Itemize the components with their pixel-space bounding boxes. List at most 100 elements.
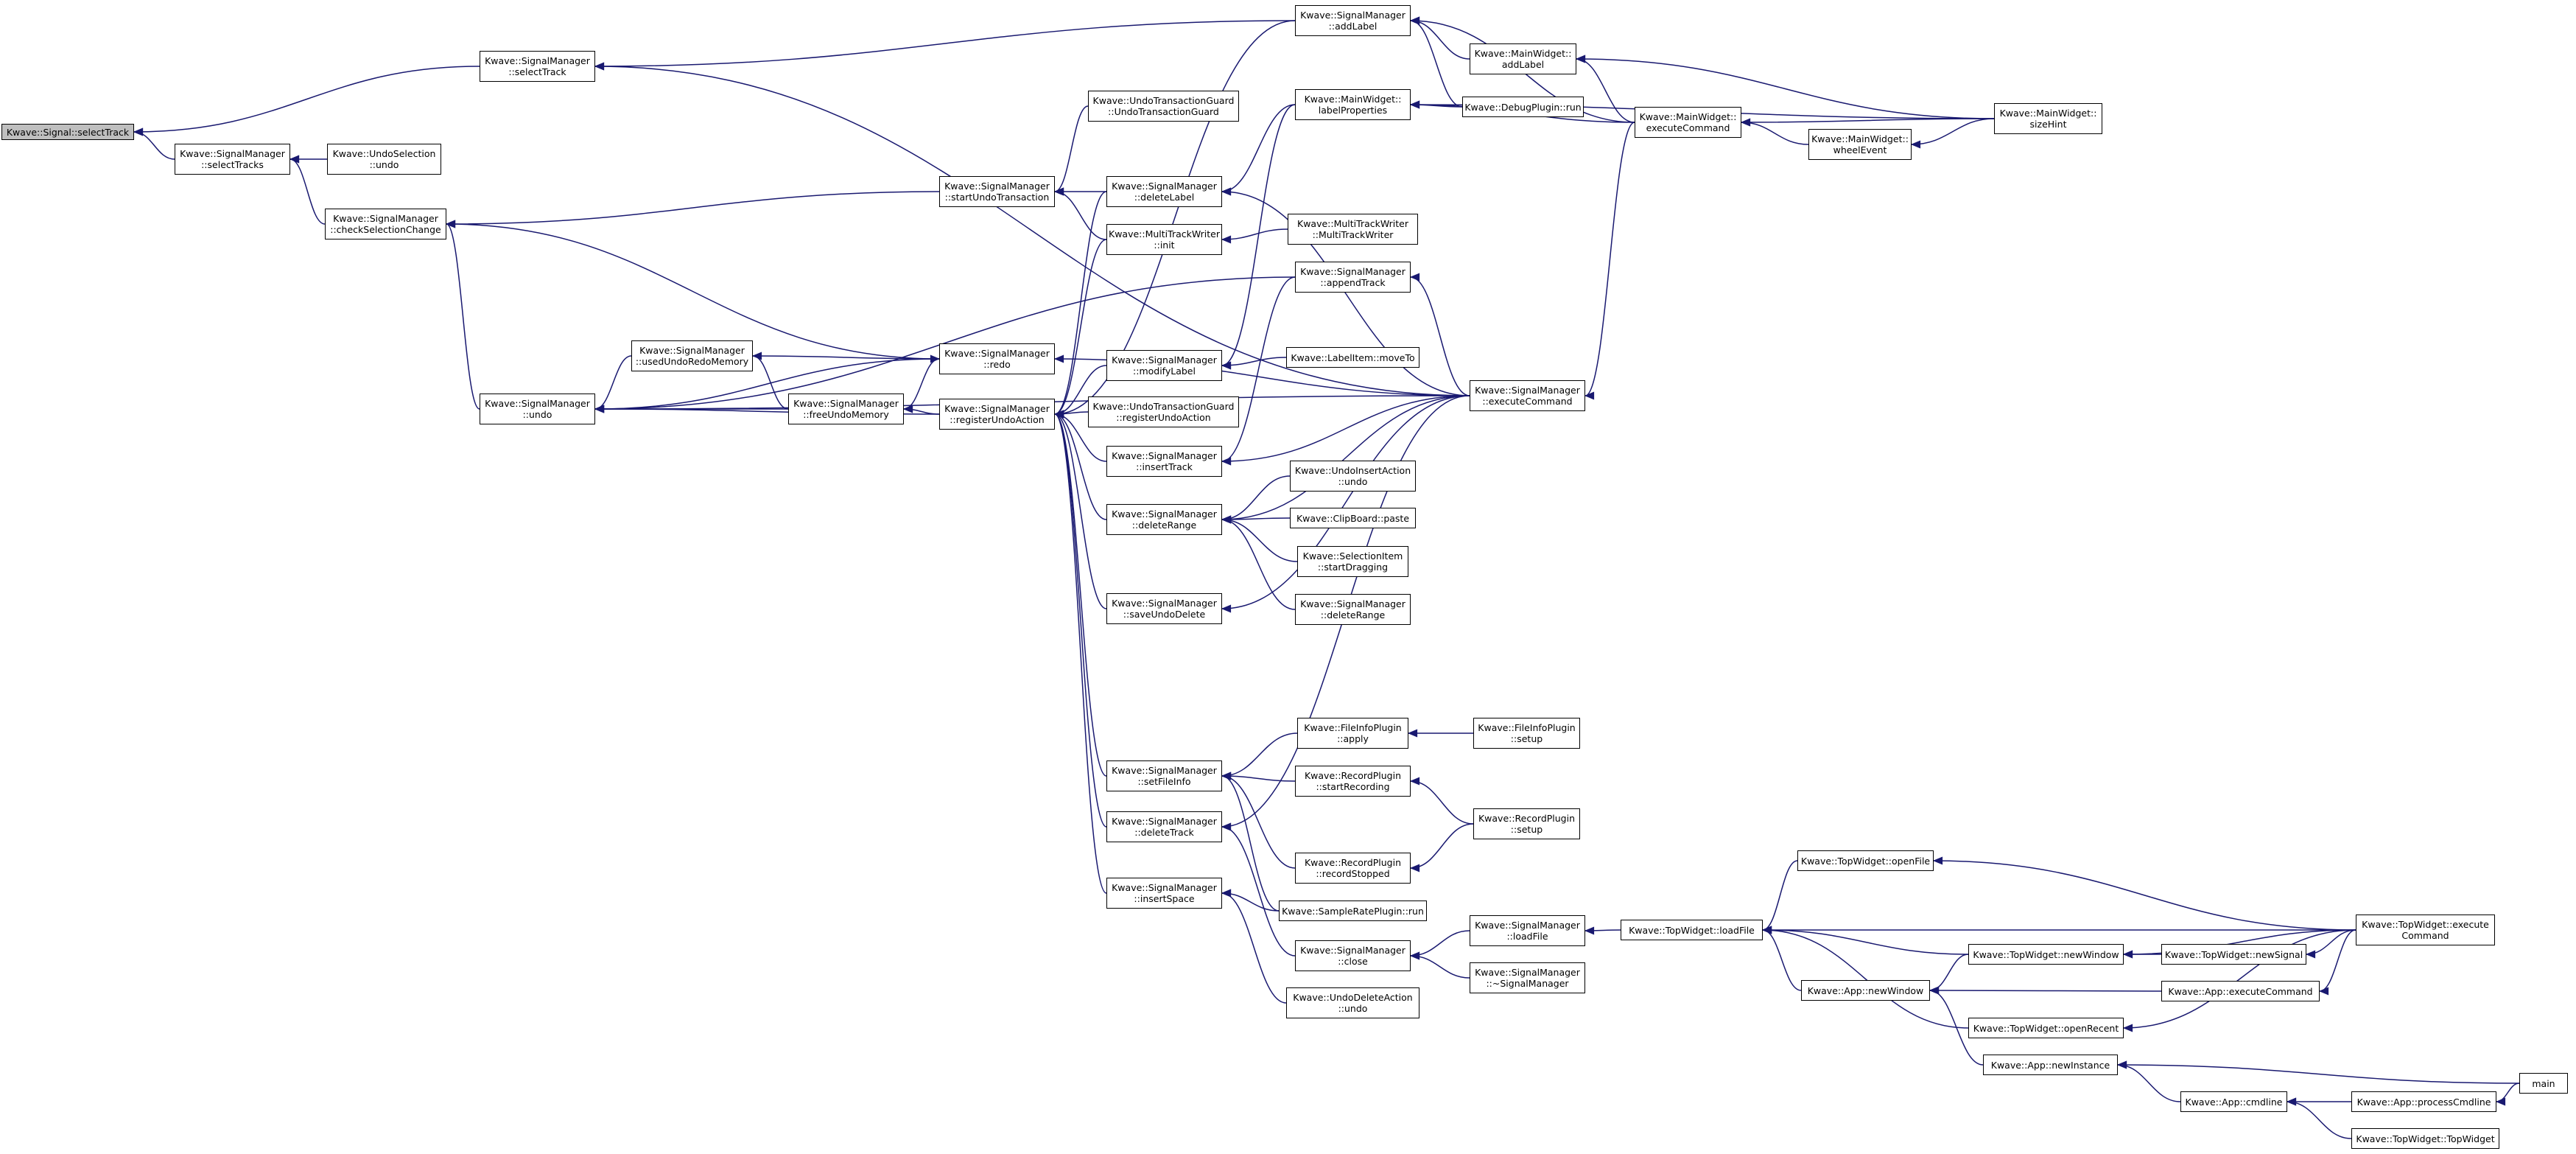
node-label-line: Kwave::App::newInstance [1990,1059,2110,1071]
node-tw-loadFile[interactable]: Kwave::TopWidget::loadFile [1621,920,1763,940]
edge-li-moveTo-to-sm-modifyLabel [1221,357,1287,370]
node-app-newInstance[interactable]: Kwave::App::newInstance [1983,1055,2118,1075]
node-label-line: Kwave::SignalManager [1300,10,1405,21]
node-mw-labelProps[interactable]: Kwave::MainWidget::labelProperties [1295,89,1411,120]
node-label-line: sizeHint [2029,119,2067,130]
node-label-line: Kwave::MultiTrackWriter [1109,228,1220,239]
node-tw-newSignal[interactable]: Kwave::TopWidget::newSignal [2161,944,2306,965]
node-sm-modifyLabel[interactable]: Kwave::SignalManager::modifyLabel [1106,350,1222,381]
node-sm-loadFile[interactable]: Kwave::SignalManager::loadFile [1470,915,1585,946]
node-cb-paste[interactable]: Kwave::ClipBoard::paste [1290,508,1416,528]
node-sm-addLabel[interactable]: Kwave::SignalManager::addLabel [1295,5,1411,36]
edge-sm-deleteLabel-to-sm-regUndo [1053,191,1107,419]
node-label-line: ::insertSpace [1134,893,1195,904]
node-sm-redo[interactable]: Kwave::SignalManager::redo [939,343,1055,374]
node-mw-sizeHint[interactable]: Kwave::MainWidget::sizeHint [1994,103,2102,134]
node-uia-undo[interactable]: Kwave::UndoInsertAction::undo [1290,461,1416,492]
edge-tw-execCmd-to-tw-newWindow [2122,929,2356,959]
node-sm-deleteRange2[interactable]: Kwave::SignalManager::deleteRange [1295,594,1411,625]
node-tw-newWindow[interactable]: Kwave::TopWidget::newWindow [1968,944,2124,965]
node-label-line: Kwave::SignalManager [1300,945,1405,956]
edge-mw-sizeHint-to-mw-wheel [1910,118,1995,149]
node-utg-reg[interactable]: Kwave::UndoTransactionGuard::registerUnd… [1088,396,1239,427]
node-sm-execCmd[interactable]: Kwave::SignalManager::executeCommand [1470,380,1585,411]
edge-sm-startUndo-to-sm-checkSel [445,191,940,228]
node-label-line: ::undo [522,409,552,420]
node-sm-undo[interactable]: Kwave::SignalManager::undo [480,394,595,424]
node-tw-openFile[interactable]: Kwave::TopWidget::openFile [1797,850,1934,871]
node-label-line: Kwave::App::executeCommand [2168,985,2313,997]
node-sm-selectTrack[interactable]: Kwave::SignalManager::selectTrack [480,51,595,82]
node-label-line: ::deleteTrack [1134,827,1194,838]
node-label-line: Kwave::SignalManager [944,348,1050,359]
node-tw-openRecent[interactable]: Kwave::TopWidget::openRecent [1968,1018,2124,1038]
node-label-line: Kwave::UndoSelection [332,148,436,159]
node-selectTrack-sig[interactable]: Kwave::Signal::selectTrack [1,124,134,140]
edge-tw-newWindow-to-app-newWindow [1929,954,1969,995]
node-app-processCmd[interactable]: Kwave::App::processCmdline [2351,1091,2496,1112]
node-sm-deleteTrack[interactable]: Kwave::SignalManager::deleteTrack [1106,811,1222,842]
node-si-startDrag[interactable]: Kwave::SelectionItem::startDragging [1297,546,1408,577]
node-mw-execCmd[interactable]: Kwave::MainWidget::executeCommand [1635,107,1741,138]
node-sm-usedUndo[interactable]: Kwave::SignalManager::usedUndoRedoMemory [631,340,753,371]
node-li-moveTo[interactable]: Kwave::LabelItem::moveTo [1286,347,1419,368]
node-label-line: ::init [1154,239,1175,251]
node-label-line: Kwave::Signal::selectTrack [6,126,130,138]
node-rp-recStopped[interactable]: Kwave::RecordPlugin::recordStopped [1295,853,1411,884]
node-sm-setFileInfo[interactable]: Kwave::SignalManager::setFileInfo [1106,760,1222,791]
edge-mw-sizeHint-to-mw-addLabel [1575,55,1995,119]
node-sm-freeUndo[interactable]: Kwave::SignalManager::freeUndoMemory [788,394,904,424]
edge-tw-openRecent-to-tw-loadFile [1761,926,1969,1029]
node-sm-dtor[interactable]: Kwave::SignalManager::~SignalManager [1470,962,1585,993]
node-app-newWindow[interactable]: Kwave::App::newWindow [1801,980,1930,1001]
node-sm-deleteRange[interactable]: Kwave::SignalManager::deleteRange [1106,504,1222,535]
node-mtw-ctor[interactable]: Kwave::MultiTrackWriter::MultiTrackWrite… [1288,214,1418,245]
node-sm-appendTrack[interactable]: Kwave::SignalManager::appendTrack [1295,262,1411,293]
node-sm-close[interactable]: Kwave::SignalManager::close [1295,940,1411,971]
node-label-line: ::setFileInfo [1137,776,1191,787]
node-label-line: Kwave::SignalManager [333,213,438,224]
edge-sm-checkSel-to-sm-selectTracks [289,155,326,225]
node-tw-ctor[interactable]: Kwave::TopWidget::TopWidget [2351,1128,2499,1149]
node-sm-deleteLabel[interactable]: Kwave::SignalManager::deleteLabel [1106,176,1222,207]
node-label-line: Kwave::MainWidget:: [1304,94,1402,105]
edge-sm-regUndo-to-sm-freeUndo [902,405,940,415]
node-label-line: ::selectTrack [508,66,566,77]
node-app-execCmd[interactable]: Kwave::App::executeCommand [2161,981,2320,1001]
node-sm-regUndo[interactable]: Kwave::SignalManager::registerUndoAction [939,399,1055,430]
node-mw-wheel[interactable]: Kwave::MainWidget::wheelEvent [1808,129,1912,160]
node-fip-setup[interactable]: Kwave::FileInfoPlugin::setup [1473,718,1580,749]
node-label-line: Kwave::SignalManager [1475,967,1580,978]
node-label-line: ::loadFile [1506,931,1548,942]
node-mw-addLabel[interactable]: Kwave::MainWidget::addLabel [1470,43,1576,74]
node-dp-run[interactable]: Kwave::DebugPlugin::run [1462,97,1584,117]
edge-sm-setFileInfo-to-sm-regUndo [1053,410,1107,777]
node-main[interactable]: main [2519,1073,2568,1094]
node-srp-run[interactable]: Kwave::SampleRatePlugin::run [1279,901,1427,921]
node-sm-insertSpace[interactable]: Kwave::SignalManager::insertSpace [1106,878,1222,909]
node-sm-selectTracks[interactable]: Kwave::SignalManager::selectTracks [175,144,290,175]
node-rp-startRec[interactable]: Kwave::RecordPlugin::startRecording [1295,766,1411,797]
node-label-line: ::modifyLabel [1133,366,1196,377]
node-app-cmdline[interactable]: Kwave::App::cmdline [2180,1091,2287,1112]
node-uda-undo[interactable]: Kwave::UndoDeleteAction::undo [1286,987,1419,1018]
node-label-line: Kwave::SignalManager [1112,450,1217,461]
edge-tw-execCmd-to-app-execCmd [2318,929,2356,996]
node-sm-startUndo[interactable]: Kwave::SignalManager::startUndoTransacti… [939,176,1055,207]
edge-sm-close-to-sm-deleteTrack [1221,822,1296,957]
node-fip-apply[interactable]: Kwave::FileInfoPlugin::apply [1297,718,1408,749]
edge-uia-undo-to-sm-deleteRange [1221,475,1291,524]
edge-tw-execCmd-to-tw-newSignal [2305,929,2356,959]
node-label-line: Kwave::MainWidget:: [1999,108,2097,119]
node-sm-checkSel[interactable]: Kwave::SignalManager::checkSelectionChan… [325,209,446,239]
node-label-line: Kwave::SignalManager [1112,181,1217,192]
node-sm-insertTrack[interactable]: Kwave::SignalManager::insertTrack [1106,446,1222,477]
node-utg-ctor[interactable]: Kwave::UndoTransactionGuard::UndoTransac… [1088,91,1239,122]
node-rp-setup[interactable]: Kwave::RecordPlugin::setup [1473,808,1580,839]
edge-sm-execCmd-to-sm-appendTrack [1409,273,1470,396]
node-undoSel-undo[interactable]: Kwave::UndoSelection::undo [327,144,441,175]
node-mtw-init[interactable]: Kwave::MultiTrackWriter::init [1106,224,1222,255]
node-sm-saveUndoDel[interactable]: Kwave::SignalManager::saveUndoDelete [1106,593,1222,624]
